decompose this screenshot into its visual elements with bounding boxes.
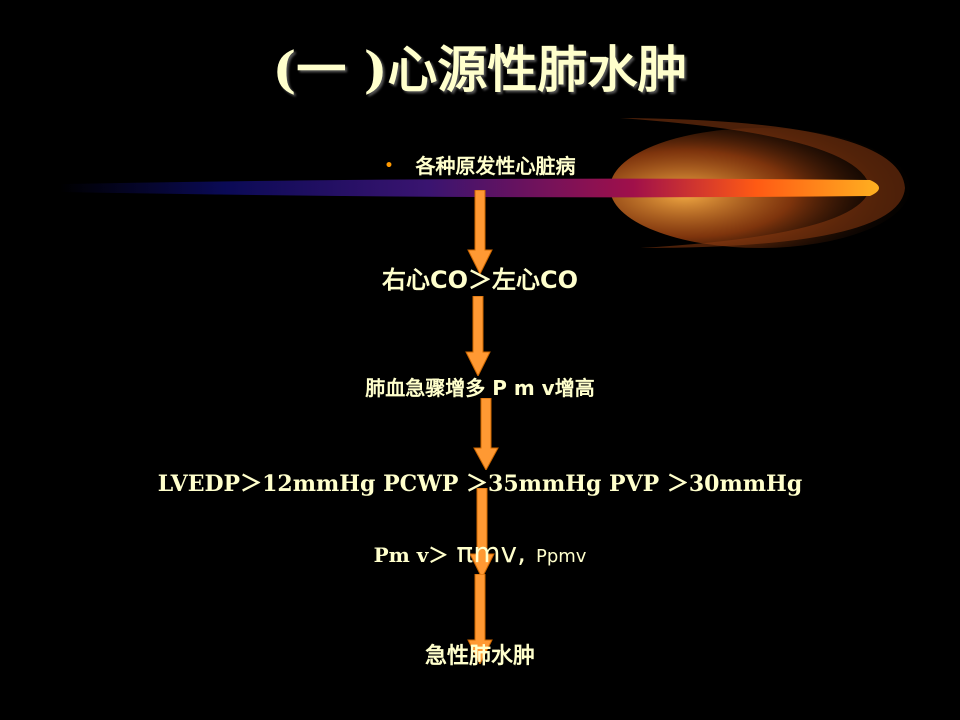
step-co-compare: 右心CO＞左心CO bbox=[381, 266, 579, 294]
decorative-swoosh bbox=[60, 118, 910, 248]
ppmv-text: Ppmv bbox=[535, 546, 587, 567]
step-pressure-values: LVEDP＞12mmHg PCWP ＞35mmHg PVP ＞30mmHg bbox=[157, 471, 803, 497]
pmv-text: Pm v＞ bbox=[373, 543, 449, 567]
step-result: 急性肺水肿 bbox=[424, 644, 535, 669]
down-arrow-icon bbox=[465, 296, 491, 376]
pi-mv-text: πmv, bbox=[456, 536, 526, 569]
step-blood-increase: 肺血急骤增多 P m v增高 bbox=[365, 376, 595, 400]
down-arrow-icon bbox=[467, 190, 493, 274]
bullet-item: • 各种原发性心脏病 bbox=[0, 150, 960, 179]
step-pmv-compare: Pm v＞ πmv, Ppmv bbox=[0, 536, 960, 569]
down-arrow-icon bbox=[469, 488, 495, 578]
down-arrow-icon bbox=[473, 398, 499, 470]
page-title: (一 )心源性肺水肿 bbox=[272, 40, 688, 99]
down-arrow-icon bbox=[467, 574, 493, 664]
bullet-dot-icon: • bbox=[384, 158, 394, 174]
bullet-text: 各种原发性心脏病 bbox=[415, 154, 576, 178]
